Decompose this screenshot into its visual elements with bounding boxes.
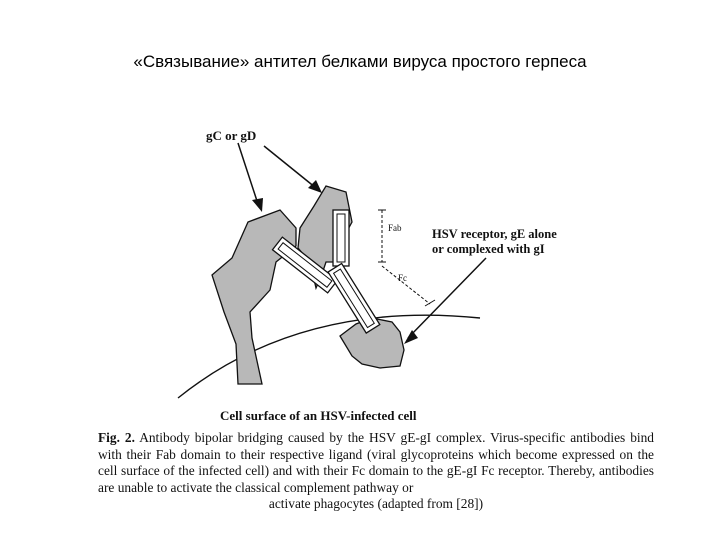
cell-surface-arc <box>177 314 481 399</box>
figure-caption: Fig. 2. Antibody bipolar bridging caused… <box>98 430 654 513</box>
arrow-to-receptor <box>407 257 487 339</box>
cell-surface-label: Cell surface of an HSV-infected cell <box>220 408 417 423</box>
arrow-to-left-glycoprotein <box>237 142 259 205</box>
fab-label: Fab <box>388 223 402 233</box>
figure-caption-label: Fig. 2. <box>98 430 135 445</box>
antibody-fab-arm-right <box>332 209 350 267</box>
fab-dimension-marker <box>378 209 386 263</box>
slide-title: «Связывание» антител белками вируса прос… <box>133 52 587 71</box>
antibody-fc-stem <box>327 262 381 334</box>
arrowhead-receptor <box>404 330 418 344</box>
receptor-label-line2: or complexed with gI <box>432 242 545 256</box>
viral-glycoprotein-left <box>211 209 297 385</box>
figure-caption-body: Antibody bipolar bridging caused by the … <box>98 430 654 495</box>
receptor-label-line1: HSV receptor, gE alone <box>432 227 557 241</box>
gc-gd-label: gC or gD <box>206 128 256 143</box>
antibody-fab-arm-left <box>271 236 339 294</box>
fc-label: Fc <box>398 273 407 283</box>
arrowhead-left <box>252 198 263 212</box>
arrow-to-middle-glycoprotein <box>263 145 317 189</box>
fc-dimension-marker <box>381 265 436 307</box>
arrowhead-middle <box>308 180 322 193</box>
figure-caption-last-line: activate phagocytes (adapted from [28]) <box>268 496 484 512</box>
